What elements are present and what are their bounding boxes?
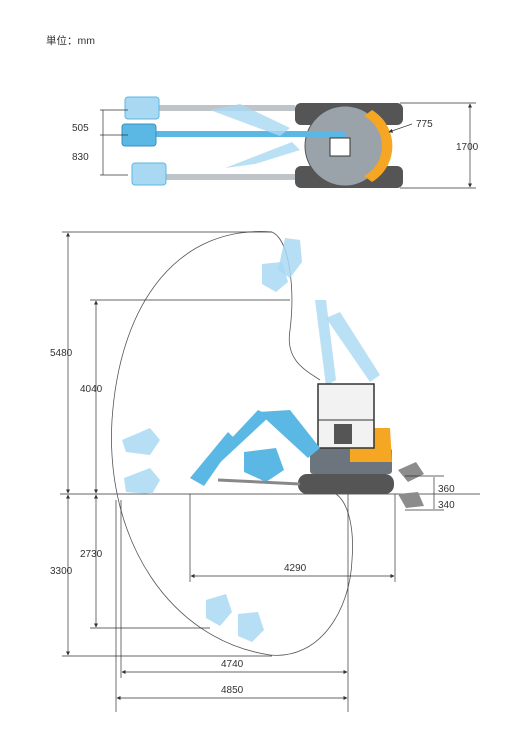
- dim-tail-swing: 775: [416, 119, 433, 130]
- top-cab: [329, 137, 351, 157]
- blade-down: [398, 492, 424, 508]
- dim-max-dig-depth: 3300: [50, 566, 73, 577]
- boom-raised: [315, 300, 336, 386]
- bucket-high: [278, 238, 302, 278]
- dim-min-swing-radius: 4290: [284, 563, 307, 574]
- top-arm-center: [155, 131, 345, 137]
- top-arm-lower: [165, 174, 295, 180]
- dim-max-reach: 4850: [221, 685, 244, 696]
- bucket-high-2: [262, 262, 288, 292]
- top-boom-swing-upper: [210, 104, 290, 136]
- dim-vertical-wall-depth: 2730: [80, 549, 103, 560]
- bucket-working: [244, 448, 284, 482]
- top-bucket-lower: [131, 162, 167, 186]
- top-bucket-upper: [124, 96, 160, 120]
- dim-max-reach-ground: 4740: [221, 659, 244, 670]
- track: [298, 474, 394, 494]
- dim-max-dump-height: 4040: [80, 384, 103, 395]
- arm-raised: [326, 312, 380, 382]
- dim-max-dig-height: 5480: [50, 348, 73, 359]
- dim-offset-right: 830: [72, 152, 89, 163]
- bucket-mid-lower: [124, 468, 160, 494]
- dim-blade-lift: 360: [438, 484, 455, 495]
- top-counterweight: [364, 110, 393, 182]
- bucket-mid-upper: [122, 428, 160, 455]
- dim-offset-left: 505: [72, 123, 89, 134]
- top-view: 505 830 775 1700: [72, 96, 479, 189]
- seat: [334, 424, 352, 444]
- blade-up: [398, 462, 424, 482]
- boom: [258, 410, 320, 458]
- dim-overall-width: 1700: [456, 142, 479, 153]
- bucket-deep-2: [238, 612, 264, 642]
- arm-front: [190, 432, 236, 486]
- side-view: 5480 4040 3300 2730 4290 4740 4850 360: [50, 231, 480, 712]
- bucket-deep-1: [206, 594, 232, 626]
- top-boom-swing-lower: [225, 142, 300, 168]
- unit-label: 単位：mm: [46, 35, 95, 47]
- dim-blade-drop: 340: [438, 500, 455, 511]
